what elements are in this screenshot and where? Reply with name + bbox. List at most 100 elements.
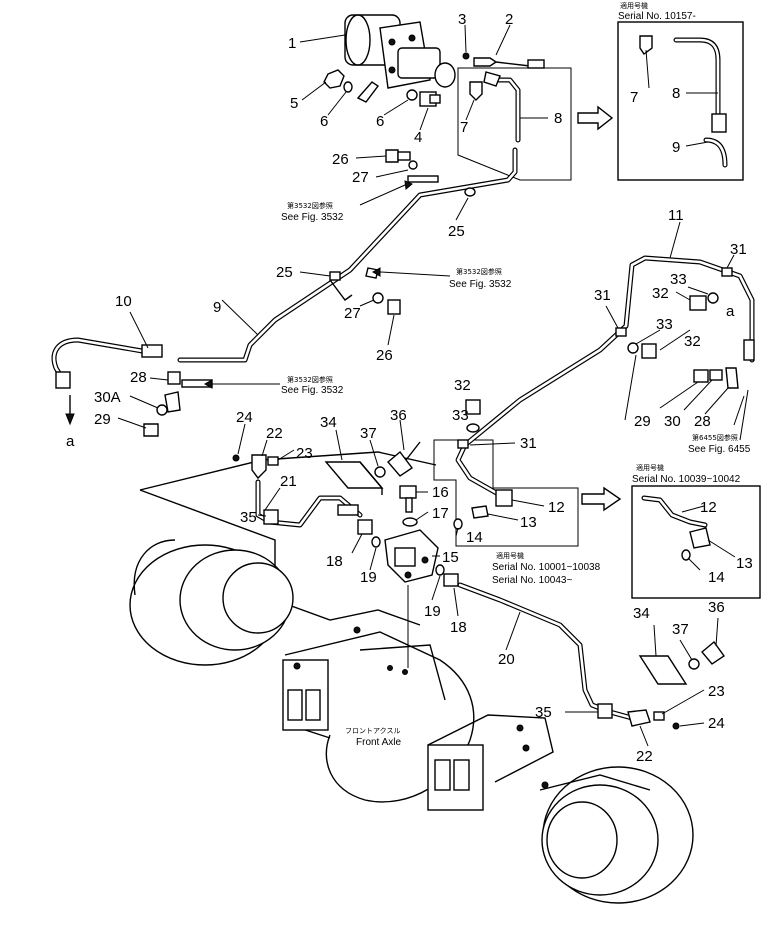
- front-axle-drawing: [129, 451, 694, 904]
- callout-9: 9: [672, 139, 680, 156]
- callout-10: 10: [115, 293, 132, 310]
- callout-18: 18: [450, 619, 467, 636]
- pipe-8: [485, 77, 521, 143]
- callout-7: 7: [630, 89, 638, 106]
- callout-25: 25: [276, 264, 293, 281]
- arrow-to-right-inset: [581, 486, 622, 512]
- serial-top: Serial No. 10157-: [618, 11, 696, 22]
- callout-6: 6: [376, 113, 384, 130]
- inset-box-top-pipe: [457, 67, 572, 181]
- callout-7: 7: [460, 119, 468, 136]
- callout-20: 20: [498, 651, 515, 668]
- callout-2: 2: [505, 11, 513, 28]
- callout-8: 8: [672, 85, 680, 102]
- callout-3: 3: [458, 11, 466, 28]
- see-fig-3532-jp: 第3532図参照: [287, 201, 333, 210]
- callout-31: 31: [520, 435, 537, 452]
- inset-box-valve-area: [433, 439, 579, 547]
- see-fig-3532: See Fig. 3532: [281, 385, 344, 396]
- callout-21: 21: [280, 473, 297, 490]
- callout-30A: 30A: [94, 389, 121, 406]
- callout-22: 22: [266, 425, 283, 442]
- front-axle-label-jp: フロントアクスル: [345, 727, 400, 735]
- pipe-9: [177, 147, 518, 363]
- callout-33: 33: [656, 316, 673, 333]
- callout-numbers: 1 3 2 5 6 6 4 7 8 26 27 25 25 27 26 10 9…: [66, 11, 753, 765]
- callout-30: 30: [664, 413, 681, 430]
- see-fig-3532-jp: 第3532図参照: [287, 375, 333, 384]
- callout-17: 17: [432, 505, 449, 522]
- callout-29: 29: [94, 411, 111, 428]
- callout-14: 14: [708, 569, 725, 586]
- callout-26: 26: [332, 151, 349, 168]
- callout-15: 15: [442, 549, 459, 566]
- callout-32: 32: [684, 333, 701, 350]
- callout-16: 16: [432, 484, 449, 501]
- see-fig-6455-jp: 第6455図参照: [692, 433, 738, 442]
- callout-33: 33: [452, 407, 469, 424]
- pipe-20: [457, 582, 635, 721]
- callout-13: 13: [520, 514, 537, 531]
- reference-notes: 第3532図参照 See Fig. 3532 第3532図参照 See Fig.…: [281, 201, 751, 455]
- callout-37: 37: [672, 621, 689, 638]
- callout-36: 36: [390, 407, 407, 424]
- callout-1: 1: [288, 35, 296, 52]
- callout-18: 18: [326, 553, 343, 570]
- callout-9: 9: [213, 299, 221, 316]
- callout-34: 34: [633, 605, 650, 622]
- callout-27: 27: [352, 169, 369, 186]
- callout-22: 22: [636, 748, 653, 765]
- serial-mid-2: Serial No. 10043~: [492, 575, 572, 586]
- callout-6: 6: [320, 113, 328, 130]
- callout-23: 23: [296, 445, 313, 462]
- callout-5: 5: [290, 95, 298, 112]
- callout-12: 12: [548, 499, 565, 516]
- callout-4: 4: [414, 129, 422, 146]
- serial-notes: 適用号機 Serial No. 10157- 適用号機 Serial No. 1…: [492, 1, 741, 586]
- small-fittings: [143, 35, 755, 730]
- callout-19: 19: [360, 569, 377, 586]
- callout-37: 37: [360, 425, 377, 442]
- inset-box-top-right: [617, 21, 744, 181]
- callout-a: a: [726, 303, 735, 320]
- callout-24: 24: [708, 715, 725, 732]
- callout-11: 11: [668, 207, 684, 224]
- callout-32: 32: [454, 377, 471, 394]
- see-fig-6455: See Fig. 6455: [688, 444, 751, 455]
- callout-34: 34: [320, 414, 337, 431]
- see-fig-3532: See Fig. 3532: [281, 212, 344, 223]
- callout-13: 13: [736, 555, 753, 572]
- callout-35: 35: [535, 704, 552, 721]
- serial-right-jp: 適用号機: [636, 463, 664, 472]
- serial-right: Serial No. 10039~10042: [632, 474, 741, 485]
- callout-28: 28: [694, 413, 711, 430]
- callout-35: 35: [240, 509, 257, 526]
- callout-8: 8: [554, 110, 562, 127]
- brake-booster: [344, 14, 456, 89]
- front-axle-label: フロントアクスル Front Axle: [345, 727, 401, 748]
- callout-31: 31: [594, 287, 611, 304]
- see-fig-3532-jp: 第3532図参照: [456, 267, 502, 276]
- serial-mid-1: Serial No. 10001~10038: [492, 562, 601, 573]
- serial-mid-jp: 適用号機: [496, 551, 524, 560]
- pipe-11: [455, 255, 755, 498]
- callout-12: 12: [700, 499, 717, 516]
- leader-lines: [117, 24, 749, 747]
- callout-14: 14: [466, 529, 483, 546]
- hose-10: [51, 337, 163, 389]
- callout-36: 36: [708, 599, 725, 616]
- callout-33: 33: [670, 271, 687, 288]
- callout-31: 31: [730, 241, 747, 258]
- callout-32: 32: [652, 285, 669, 302]
- front-axle-label-en: Front Axle: [356, 737, 401, 748]
- inset-box-middle-right: [631, 485, 761, 599]
- callout-19: 19: [424, 603, 441, 620]
- callout-29: 29: [634, 413, 651, 430]
- callout-a: a: [66, 433, 75, 450]
- callout-24: 24: [236, 409, 253, 426]
- arrow-to-top-inset: [577, 105, 614, 131]
- callout-25: 25: [448, 223, 465, 240]
- callout-23: 23: [708, 683, 725, 700]
